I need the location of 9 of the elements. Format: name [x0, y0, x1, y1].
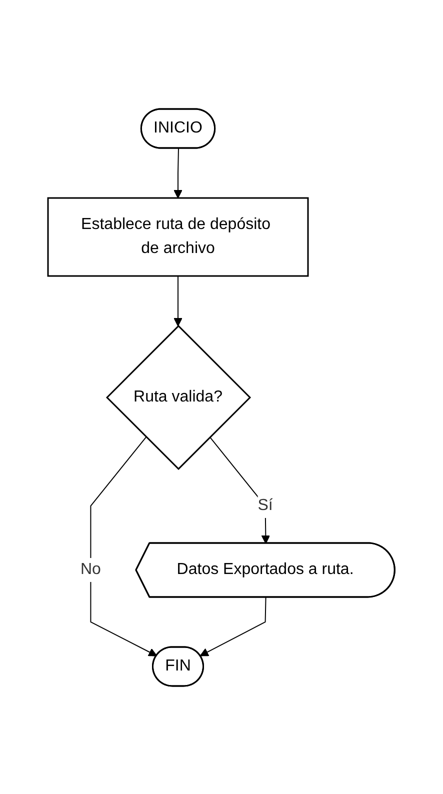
arrow [210, 436, 270, 544]
arrow [174, 148, 183, 198]
arrow [174, 275, 183, 326]
arrow [90, 436, 158, 656]
arrow [200, 596, 266, 656]
edge-label: No [80, 560, 102, 578]
node-box: Establece ruta de depósito de archivo [47, 196, 309, 276]
edge-label: Sí [258, 496, 274, 514]
node-diamond: Ruta valida? [106, 324, 252, 470]
